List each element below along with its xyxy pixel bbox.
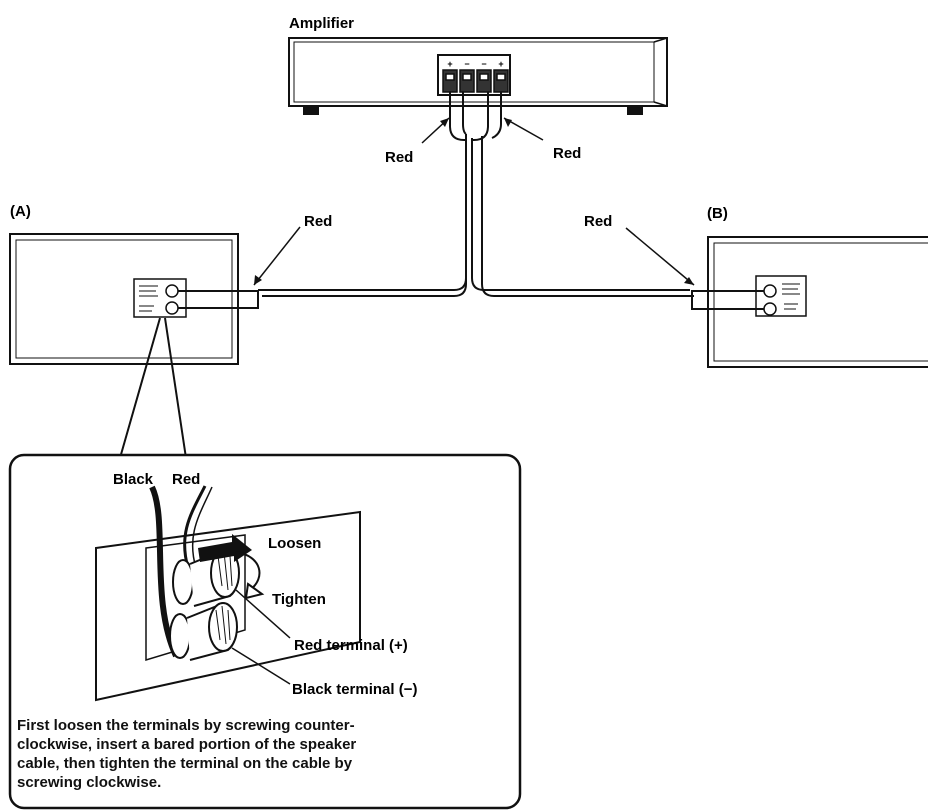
leader-arrowheads <box>254 118 694 285</box>
black-terminal-label: Black terminal (−) <box>292 681 417 698</box>
red-label-speaker-b: Red <box>584 213 612 230</box>
inset-black-label: Black <box>113 471 154 488</box>
speaker-a <box>9 233 239 365</box>
instruction-line: First loosen the terminals by screwing c… <box>17 717 355 734</box>
red-label-amp-right: Red <box>553 145 581 162</box>
red-label-amp-left: Red <box>385 149 413 166</box>
speaker-a-cable-ends <box>178 290 259 309</box>
label-leader-lines <box>253 117 695 286</box>
speaker-a-label: (A) <box>10 203 31 220</box>
amplifier-cables <box>258 92 694 297</box>
loosen-arrow-icon <box>198 534 252 562</box>
terminal-mark: + <box>447 59 452 69</box>
speaker-b-cable-ends <box>691 290 764 310</box>
amplifier-terminal-block <box>437 54 511 96</box>
zoom-lines <box>119 317 187 459</box>
red-terminal-label: Red terminal (+) <box>294 637 408 654</box>
instruction-line: cable, then tighten the terminal on the … <box>17 755 353 772</box>
red-label-speaker-a: Red <box>304 213 332 230</box>
amplifier-label: Amplifier <box>289 15 354 32</box>
speaker-b <box>707 236 928 368</box>
terminal-mark: + <box>498 59 503 69</box>
black-terminal-knob <box>169 602 238 661</box>
terminal-mark: − <box>464 59 469 69</box>
tighten-arrow-icon <box>235 551 265 600</box>
instruction-line: clockwise, insert a bared portion of the… <box>17 736 357 753</box>
inset-leader-lines <box>231 589 291 685</box>
terminal-mark: − <box>481 59 486 69</box>
speaker-b-label: (B) <box>707 205 728 222</box>
inset-wires <box>149 485 213 658</box>
loosen-label: Loosen <box>268 535 321 552</box>
instruction-text: First loosen the terminals by screwing c… <box>17 716 509 792</box>
red-terminal-knob <box>172 548 240 607</box>
inset-red-label: Red <box>172 471 200 488</box>
instruction-line: screwing clockwise. <box>17 774 162 791</box>
tighten-label: Tighten <box>272 591 326 608</box>
